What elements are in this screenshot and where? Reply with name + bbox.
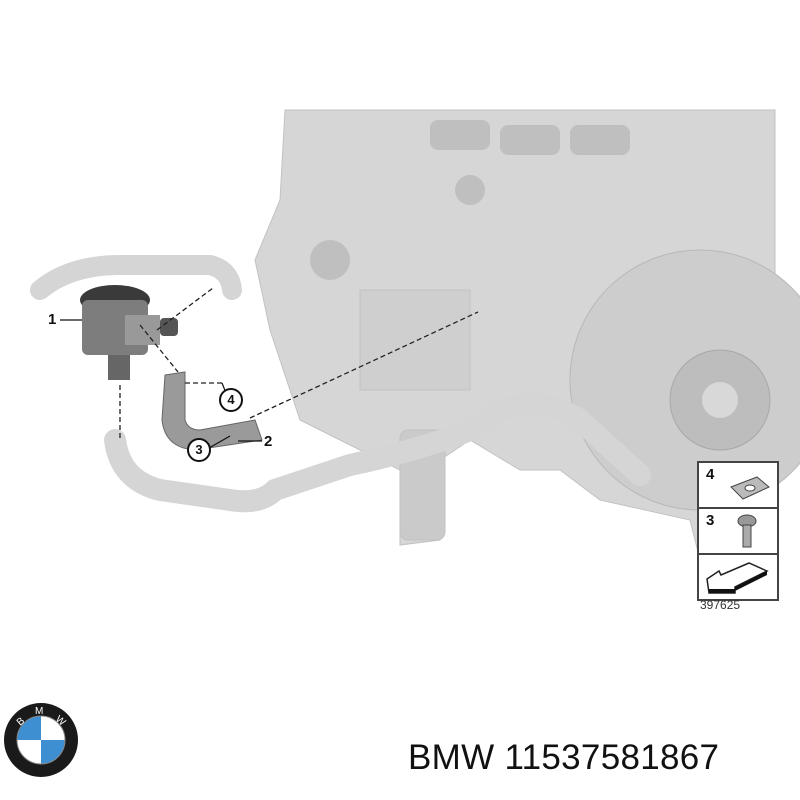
parts-legend: 4 3: [697, 461, 779, 601]
bmw-logo: B M W: [3, 702, 79, 778]
legend-item-arrow: [699, 555, 777, 599]
parts-diagram: 1 2 3 4 4 3 397625: [30, 109, 800, 612]
clip-nut-icon: [730, 476, 770, 500]
svg-text:M: M: [35, 706, 43, 717]
part-number-title: BMW 11537581867: [408, 738, 720, 777]
arrow-symbol-icon: [706, 562, 769, 594]
callout-1: 1: [48, 311, 57, 328]
bmw-roundel-icon: B M W: [4, 703, 78, 777]
callout-4: 4: [219, 388, 243, 412]
callout-2: 2: [264, 433, 273, 450]
legend-item-bolt: 3: [699, 509, 777, 555]
engine-illustration: [30, 109, 800, 561]
legend-label: 3: [706, 512, 715, 529]
bolt-icon: [737, 514, 757, 548]
legend-label: 4: [706, 466, 715, 483]
legend-item-clip-nut: 4: [699, 463, 777, 509]
diagram-number: 397625: [700, 598, 741, 612]
callout-3: 3: [187, 438, 211, 462]
